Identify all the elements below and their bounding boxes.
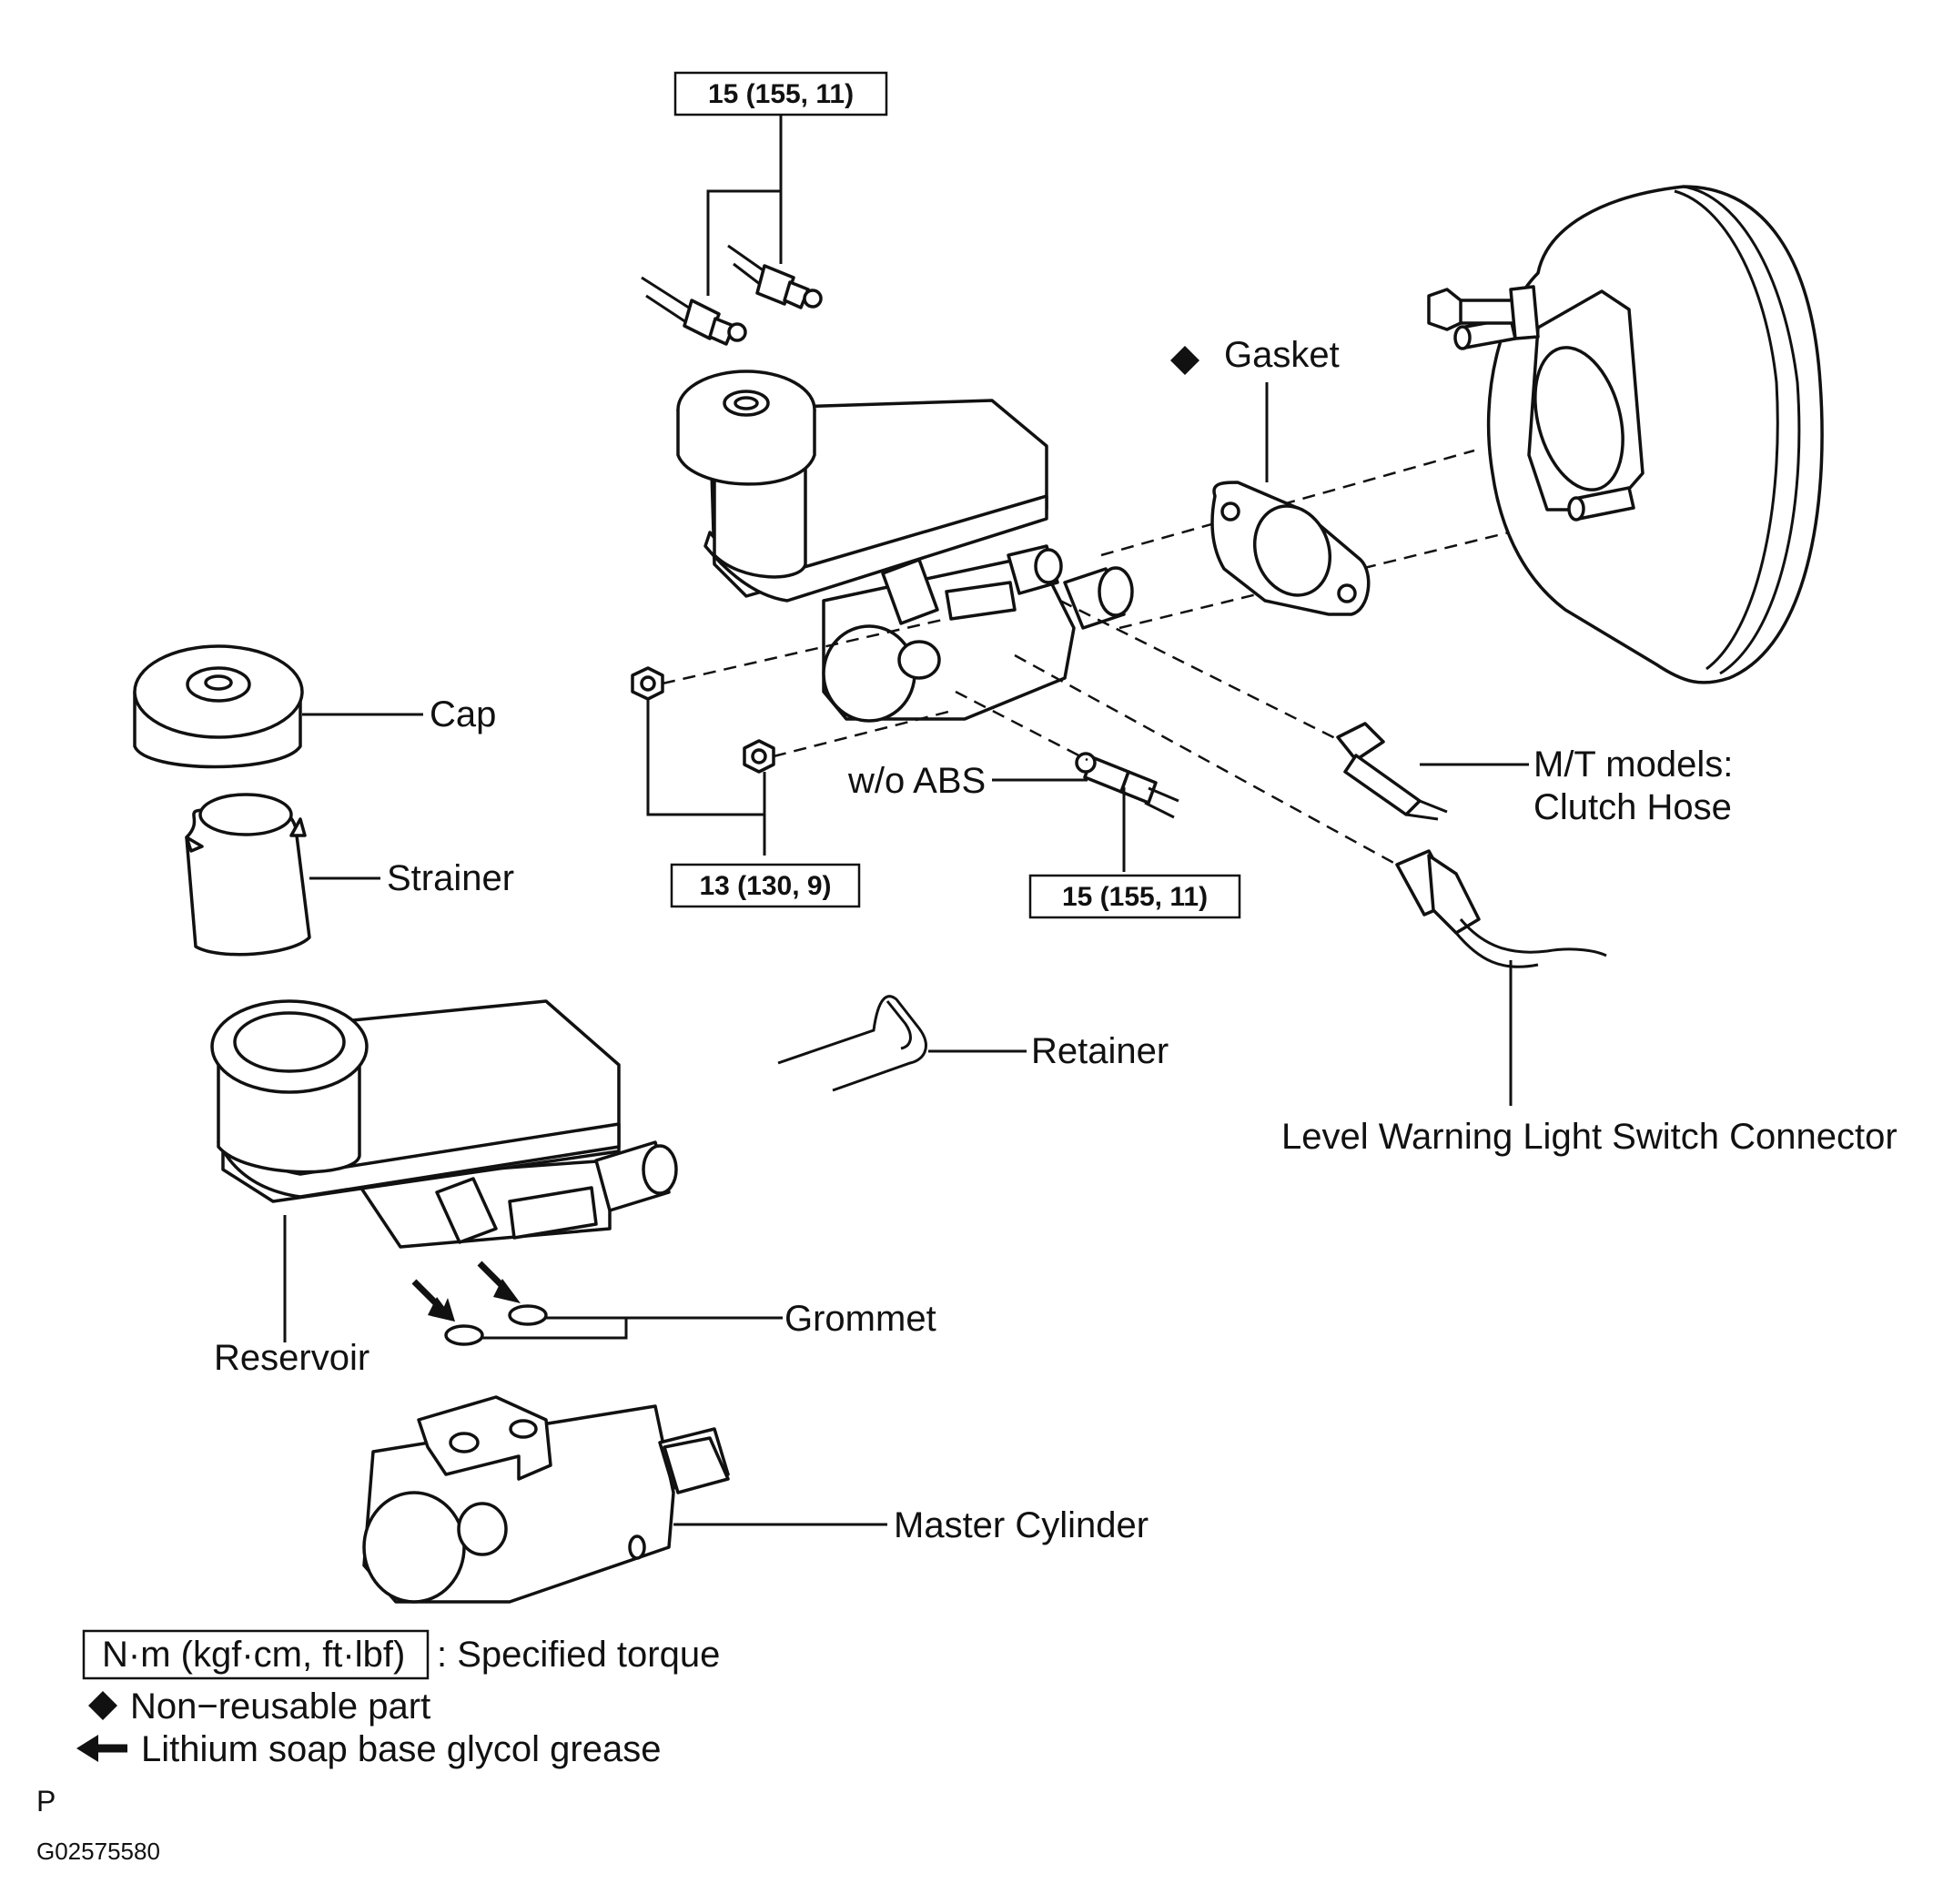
- retainer-label: Retainer: [1031, 1031, 1169, 1071]
- clutch-hose-label: Clutch Hose: [1533, 787, 1732, 827]
- figure-id: G02575580: [36, 1838, 160, 1865]
- torque-top-label: 15 (155, 11): [708, 79, 854, 109]
- legend-grease: Lithium soap base glycol grease: [141, 1729, 661, 1769]
- legend-non-reusable: Non−reusable part: [130, 1686, 430, 1727]
- grommets: Grommet: [411, 1261, 936, 1346]
- legend-unit-box: [82, 1629, 430, 1680]
- strainer-label: Strainer: [387, 858, 514, 898]
- diamond-icon: [1170, 346, 1199, 375]
- torque-abs-label: 15 (155, 11): [1062, 882, 1208, 912]
- reservoir-part: Reservoir: [210, 999, 678, 1378]
- cap-part: Cap: [133, 644, 496, 769]
- mt-models-label: M/T models:: [1533, 744, 1733, 785]
- top-brake-pipes: 15 (155, 11): [641, 71, 888, 346]
- gasket-part: Gasket: [1170, 335, 1371, 616]
- grommet-label: Grommet: [784, 1299, 936, 1339]
- master-cylinder-label: Master Cylinder: [894, 1505, 1149, 1545]
- wo-abs-pipe: w/o ABS 15 (155, 11): [847, 752, 1241, 919]
- wo-abs-label: w/o ABS: [847, 761, 986, 801]
- reservoir-label: Reservoir: [214, 1338, 369, 1378]
- cap-label: Cap: [430, 694, 496, 734]
- master-cylinder-part: Master Cylinder: [362, 1395, 1149, 1604]
- legend-unit-text: N·m (kgf·cm, ft·lbf): [102, 1635, 405, 1675]
- clutch-hose: M/T models: Clutch Hose: [1336, 722, 1733, 827]
- level-warning-connector: Level Warning Light Switch Connector: [1281, 849, 1898, 1157]
- torque-box-top: [673, 71, 888, 116]
- legend-specified-torque: : Specified torque: [437, 1635, 720, 1675]
- legend: N·m (kgf·cm, ft·lbf) : Specified torque …: [36, 1629, 720, 1865]
- diamond-icon: [88, 1691, 117, 1720]
- strainer-part: Strainer: [185, 793, 514, 957]
- torque-nuts-label: 13 (130, 9): [699, 871, 831, 901]
- level-warning-label: Level Warning Light Switch Connector: [1281, 1117, 1898, 1157]
- torque-box-nuts: [670, 863, 861, 908]
- grease-arrow-icon: [493, 1279, 521, 1303]
- gasket-label: Gasket: [1224, 335, 1340, 375]
- flange-nuts: 13 (130, 9): [631, 666, 861, 908]
- retainer-part: Retainer: [777, 995, 1169, 1092]
- assembled-master-cylinder: [676, 370, 1134, 723]
- torque-box-abs: [1028, 874, 1241, 919]
- footer-code: P: [36, 1785, 56, 1818]
- brake-booster: [1427, 185, 1824, 684]
